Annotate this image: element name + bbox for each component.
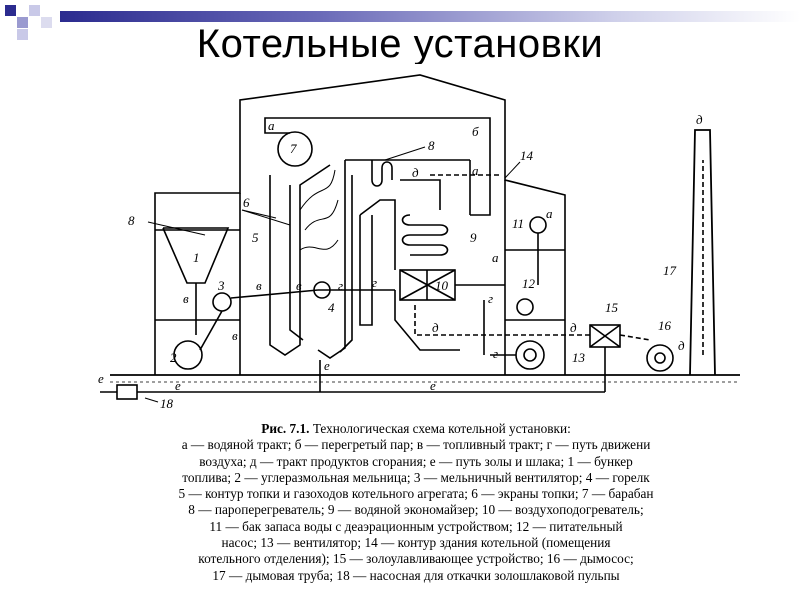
- label-v-fuel-3: в: [256, 278, 262, 293]
- num-8-left: 8: [128, 213, 135, 228]
- num-14-building: 14: [520, 148, 534, 163]
- label-e-ash-3: е: [324, 358, 330, 373]
- caption-line-5: 5 — контур топки и газоходов котельного …: [92, 486, 740, 502]
- label-v-fuel-1: в: [183, 291, 189, 306]
- num-15-ashcollector: 15: [605, 300, 619, 315]
- num-17-chimney: 17: [663, 263, 677, 278]
- num-11-tank: 11: [512, 216, 524, 231]
- label-g-air-4: г: [493, 346, 498, 361]
- label-g-air-1: г: [338, 278, 343, 293]
- num-13-fan: 13: [572, 350, 586, 365]
- label-v-fuel-2: в: [232, 328, 238, 343]
- label-g-air-2: г: [372, 275, 377, 290]
- num-6-screens: 6: [243, 195, 250, 210]
- label-a-water-4: а: [546, 206, 553, 221]
- caption-line-6: 8 — пароперегреватель; 9 — водяной эконо…: [92, 502, 740, 518]
- num-16-exhauster: 16: [658, 318, 672, 333]
- num-12-pump: 12: [522, 276, 536, 291]
- num-3-fan: 3: [217, 278, 225, 293]
- label-a-water-3: а: [492, 250, 499, 265]
- caption-line-7: 11 — бак запаса воды с деаэрационным уст…: [92, 519, 740, 535]
- caption-fig-label: Рис. 7.1.: [261, 421, 309, 436]
- label-a-water-2: а: [472, 163, 479, 178]
- slide-title: Котельные установки: [0, 22, 800, 67]
- label-d-flue-4: д: [678, 338, 685, 353]
- caption-text-1: Технологическая схема котельной установк…: [313, 421, 571, 436]
- num-5-contour: 5: [252, 230, 259, 245]
- num-7-drum: 7: [290, 141, 297, 156]
- num-2-mill: 2: [170, 350, 177, 365]
- label-e-ash-4: е: [430, 378, 436, 393]
- label-d-flue-3: д: [570, 320, 577, 335]
- figure-caption: Рис. 7.1. Технологическая схема котельно…: [92, 421, 740, 584]
- label-b-steam: б: [472, 124, 479, 139]
- caption-line-9: котельного отделения); 15 — золоулавлива…: [92, 551, 740, 567]
- num-8-superheater: 8: [428, 138, 435, 153]
- label-d-flue-2: д: [432, 320, 439, 335]
- caption-line-10: 17 — дымовая труба; 18 — насосная для от…: [92, 568, 740, 584]
- label-v-fuel-4: в: [296, 278, 302, 293]
- num-10-airheater: 10: [435, 278, 449, 293]
- label-e-ash-2: е: [175, 378, 181, 393]
- label-e-ash-1: е: [98, 371, 104, 386]
- label-d-flue-1: д: [412, 165, 419, 180]
- num-1-bunker: 1: [193, 250, 200, 265]
- caption-line-1: Рис. 7.1. Технологическая схема котельно…: [92, 421, 740, 437]
- label-d-flue-5: д: [696, 112, 703, 127]
- header-gradient-bar: [60, 11, 800, 22]
- num-4-burner: 4: [328, 300, 335, 315]
- label-g-air-3: г: [488, 291, 493, 306]
- caption-line-8: насос; 13 — вентилятор; 14 — контур здан…: [92, 535, 740, 551]
- num-9-economizer: 9: [470, 230, 477, 245]
- caption-line-3: воздуха; д — тракт продуктов сгорания; е…: [92, 454, 740, 470]
- label-a-water: а: [268, 118, 275, 133]
- caption-line-2: а — водяной тракт; б — перегретый пар; в…: [92, 437, 740, 453]
- caption-line-4: топлива; 2 — углеразмольная мельница; 3 …: [92, 470, 740, 486]
- num-18-ashpump: 18: [160, 396, 174, 411]
